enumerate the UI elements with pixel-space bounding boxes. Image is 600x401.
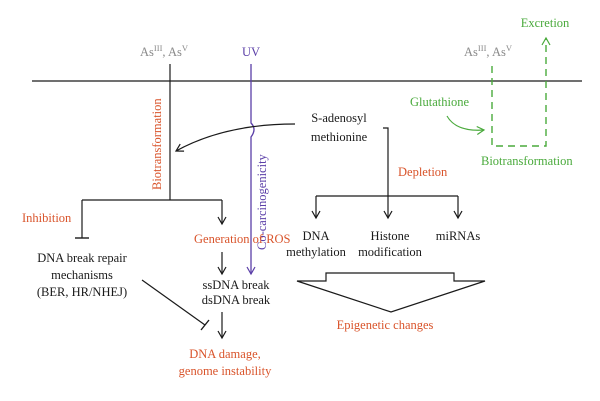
biotransformation-vertical-label: Biotransformation xyxy=(150,98,164,190)
dna-damage-line2: genome instability xyxy=(179,364,272,378)
glutathione-label: Glutathione xyxy=(410,95,469,109)
dna-damage-line1: DNA damage, xyxy=(189,347,261,361)
arsenic-right-label: AsIII, AsV xyxy=(464,43,513,59)
repair-line2: mechanisms xyxy=(51,268,113,282)
sam-label-line1: S-adenosyl xyxy=(311,111,367,125)
glutathione-arrow xyxy=(446,115,486,135)
biotransformation-right-label: Biotransformation xyxy=(481,154,573,168)
repair-to-damage-bar xyxy=(200,319,210,331)
generation-ros-label: Generation of ROS xyxy=(194,232,291,246)
mirnas-label: miRNAs xyxy=(436,229,481,243)
epigenetic-changes-label: Epigenetic changes xyxy=(337,318,434,332)
dna-methylation-line1: DNA xyxy=(302,229,329,243)
dna-methylation-line2: methylation xyxy=(286,245,346,259)
inhibition-label: Inhibition xyxy=(22,211,72,225)
excretion-label: Excretion xyxy=(521,16,570,30)
uv-line xyxy=(246,64,256,276)
epigenetic-convergence-arrow xyxy=(296,272,486,313)
uv-label: UV xyxy=(242,45,260,59)
dsdna-label: dsDNA break xyxy=(202,293,271,307)
arsenic-left-label: AsIII, AsV xyxy=(140,43,189,59)
histone-line2: modification xyxy=(358,245,423,259)
co-carcinogenicity-label: Co-carcinogenicity xyxy=(255,153,269,250)
sam-label-line2: methionine xyxy=(311,130,368,144)
histone-line1: Histone xyxy=(371,229,410,243)
repair-line3: (BER, HR/NHEJ) xyxy=(37,285,127,299)
ssdna-label: ssDNA break xyxy=(202,278,270,292)
depletion-label: Depletion xyxy=(398,165,448,179)
repair-to-damage-line xyxy=(141,279,206,326)
excretion-dashed-path xyxy=(491,36,551,147)
repair-line1: DNA break repair xyxy=(37,251,127,265)
sam-depletion-connector xyxy=(383,127,389,196)
sam-to-biotransformation-arrow xyxy=(174,123,296,152)
